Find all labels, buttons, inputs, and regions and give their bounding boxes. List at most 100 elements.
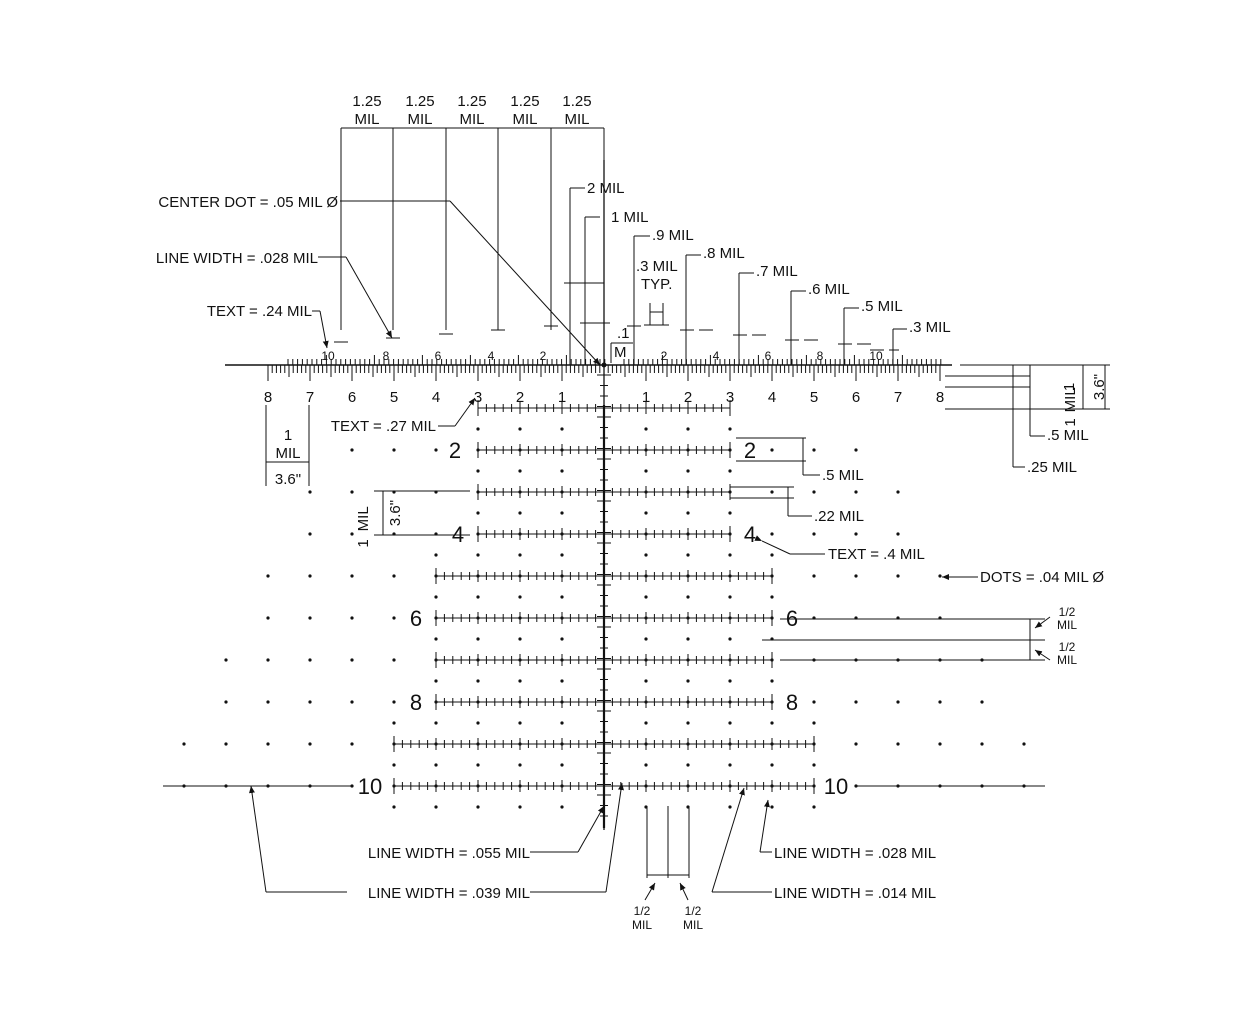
mid-left-mil: MIL [355,506,372,531]
holdover-dot [686,448,690,452]
holdover-dot [686,784,690,788]
holdover-dot [728,448,732,452]
holdover-dot [476,427,480,431]
holdover-dot [686,700,690,704]
holdover-dot [812,763,816,767]
horizontal-scale-label: 2 [684,389,692,406]
holdover-dot [560,721,564,725]
holdover-dot [896,532,900,536]
holdover-dot [812,700,816,704]
horizontal-scale-label: 5 [810,389,818,406]
holdover-dot [476,637,480,641]
crosshair-number-left: 2 [449,438,461,463]
horizontal-scale-label: 4 [768,389,776,406]
holdover-dot [434,784,438,788]
holdover-dot [560,469,564,473]
holdover-dot [476,742,480,746]
lw-055-label: LINE WIDTH = .055 MIL [368,845,530,862]
holdover-dot [518,700,522,704]
holdover-dot [392,448,396,452]
crosshair-number-right: 4 [744,522,756,547]
typ-label: TYP. [641,276,672,293]
holdover-dot [728,490,732,494]
holdover-dot [644,700,648,704]
right-one-text: 1 [1062,418,1079,426]
holdover-dot [644,574,648,578]
holdover-dot [392,805,396,809]
holdover-dot [434,595,438,599]
holdover-dot [476,700,480,704]
half-mil-right: 1/2 [685,904,702,918]
holdover-dot [476,616,480,620]
horizontal-scale-label: 7 [306,389,314,406]
top-scale-label: 6 [765,349,772,363]
holdover-dot [896,784,900,788]
holdover-dot [392,763,396,767]
holdover-dot [770,616,774,620]
holdover-dot [980,700,984,704]
holdover-dot [728,616,732,620]
holdover-dot [812,532,816,536]
holdover-dot [434,679,438,683]
holdover-dot [896,490,900,494]
holdover-dot [350,574,354,578]
center-dot-label: CENTER DOT = .05 MIL Ø [158,194,338,211]
top-scale-label: 8 [817,349,824,363]
holdover-dot [686,616,690,620]
top-scale-label: 4 [488,349,495,363]
m-label: M [614,344,627,361]
mid-left-inch: 3.6" [387,500,404,526]
holdover-dot [770,679,774,683]
half-mil-bottom: 1/2 [1059,640,1076,654]
holdover-dot [476,679,480,683]
holdover-dot [518,427,522,431]
holdover-dot [728,595,732,599]
holdover-dot [518,658,522,662]
half-mil-top: 1/2 [1059,605,1076,619]
holdover-dot [686,427,690,431]
left-inch-label: 3.6" [275,471,301,488]
holdover-dot [644,742,648,746]
horizontal-scale-label: 5 [390,389,398,406]
holdover-dot [770,721,774,725]
holdover-dot [392,784,396,788]
holdover-dot [560,490,564,494]
holdover-dot [812,490,816,494]
holdover-dot [686,595,690,599]
holdover-dot [686,469,690,473]
holdover-dot [518,595,522,599]
holdover-dot [854,490,858,494]
horizontal-scale-label: 1 [558,389,566,406]
right-one-mil: 1MIL [1062,387,1079,426]
horizontal-scale-label: 8 [264,389,272,406]
lw-028-label: LINE WIDTH = .028 MIL [774,845,936,862]
holdover-dot [392,700,396,704]
lw-039-label: LINE WIDTH = .039 MIL [368,885,530,902]
holdover-dot [854,742,858,746]
horizontal-scale-label: 3 [726,389,734,406]
holdover-dot [728,553,732,557]
bar-09-label: .9 MIL [652,227,694,244]
holdover-dot [770,700,774,704]
holdover-dot [350,616,354,620]
holdover-dot [644,511,648,515]
holdover-dot [518,637,522,641]
holdover-dot [896,574,900,578]
holdover-dot [560,679,564,683]
holdover-dot [770,658,774,662]
bar-2mil-label: 2 MIL [587,180,625,197]
mid-left-one: 1 [355,539,372,547]
holdover-dot [770,532,774,536]
dimension-lines [249,127,1110,901]
left-mil: MIL [275,445,300,462]
holdover-dot [476,448,480,452]
holdover-dot [224,700,228,704]
holdover-dot [980,784,984,788]
holdover-dot [392,721,396,725]
spacing-value: 1.25 [457,93,486,110]
holdover-dot [896,700,900,704]
holdover-dot [560,763,564,767]
holdover-dot [434,742,438,746]
holdover-dot [812,574,816,578]
holdover-dot [644,637,648,641]
